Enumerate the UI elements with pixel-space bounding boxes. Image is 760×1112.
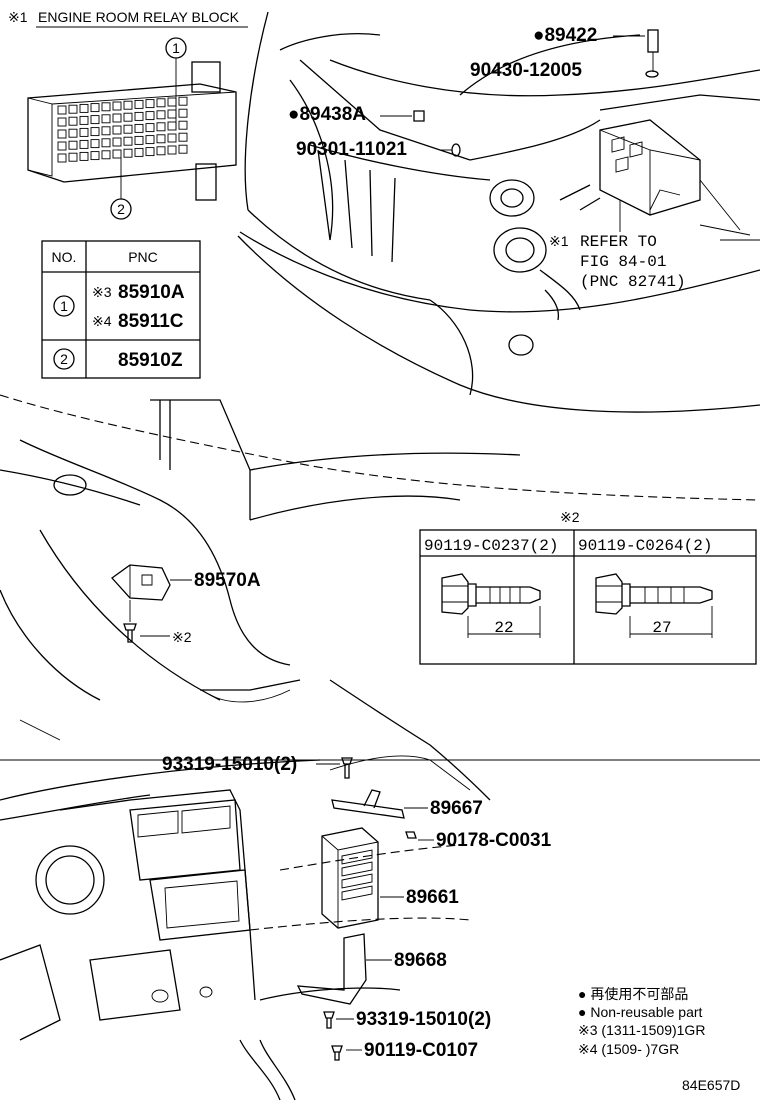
part-89422: ●89422 — [533, 25, 597, 46]
part-89570A: 89570A — [194, 570, 261, 591]
legend-line2: ● Non-reusable part — [578, 1004, 703, 1020]
bolt-90119-C0264-icon — [595, 573, 713, 638]
pnc-row2-no: 2 — [60, 351, 68, 367]
bracket-89667-icon — [331, 789, 405, 819]
screw-93319-top-icon — [341, 757, 353, 779]
refer-line3: (PNC 82741) — [580, 273, 686, 291]
refer-line2: FIG 84-01 — [580, 253, 666, 271]
part-90178: 90178-C0031 — [436, 830, 552, 851]
relay-block-section: ※1 ENGINE ROOM RELAY BLOCK 1 2 — [8, 9, 248, 220]
pnc-col-pnc: PNC — [128, 249, 158, 265]
part-89668: 89668 — [394, 950, 447, 971]
pnc-row1-mark1: ※3 — [92, 284, 112, 300]
sensor-89422-group: ●89422 90430-12005 — [470, 25, 659, 81]
refer-mark: ※1 — [549, 233, 569, 249]
relay-block-drawing — [27, 61, 237, 201]
pnc-row1-no: 1 — [60, 298, 68, 314]
pnc-col-no: NO. — [52, 249, 77, 265]
pnc-row1-pnc2: 85911C — [118, 311, 184, 332]
legend-line1: ● 再使用不可部品 — [578, 986, 688, 1002]
bolt-len1: 22 — [494, 619, 513, 637]
bolt-table-mark: ※2 — [560, 509, 580, 525]
relay-block-title: ENGINE ROOM RELAY BLOCK — [38, 9, 240, 25]
nut-90178-icon — [405, 831, 417, 839]
ecu-group: 93319-15010(2) 89667 90178-C0031 89661 8… — [162, 754, 552, 1061]
gasket-90430-icon — [645, 70, 659, 78]
legend-line3: ※3 (1311-1509)1GR — [578, 1022, 705, 1038]
callout-1: 1 — [165, 37, 187, 130]
part-93319-top: 93319-15010(2) — [162, 754, 297, 775]
svg-text:1: 1 — [172, 40, 180, 56]
bracket-89570A-group: 89570A ※2 — [111, 564, 261, 645]
part-89661: 89661 — [406, 887, 459, 908]
oring-90301-icon — [451, 143, 461, 157]
refer-line1: REFER TO — [580, 233, 657, 251]
part-90119-C0107: 90119-C0107 — [364, 1040, 478, 1061]
legend: ● 再使用不可部品 ● Non-reusable part ※3 (1311-1… — [578, 986, 705, 1057]
bolt-col1: 90119-C0237(2) — [424, 537, 558, 555]
part-93319-bottom: 93319-15010(2) — [356, 1009, 491, 1030]
bolt-icon — [123, 623, 137, 643]
bolt-90119-C0237-icon — [441, 573, 541, 638]
part-89438A: ●89438A — [288, 104, 366, 125]
figure-id: 84E657D — [682, 1077, 740, 1093]
part-90430: 90430-12005 — [470, 60, 582, 81]
bolt-mark: ※2 — [172, 629, 192, 645]
part-89667: 89667 — [430, 798, 483, 819]
bolt-table: ※2 90119-C0237(2) 90119-C0264(2) 22 — [419, 509, 757, 665]
sensor-89438A-icon — [413, 110, 425, 122]
bracket-89668-icon — [296, 933, 367, 1005]
sensor-89438A-group: ●89438A 90301-11021 — [288, 104, 461, 160]
dashboard-drawing — [0, 679, 491, 1101]
relay-block-title-mark: ※1 — [8, 9, 28, 25]
screw-93319-bottom-icon — [323, 1011, 335, 1029]
body-drawing — [0, 394, 760, 761]
pnc-row1-mark2: ※4 — [92, 313, 112, 329]
sensor-89422-icon — [647, 29, 659, 53]
part-90301: 90301-11021 — [296, 139, 407, 160]
bolt-col2: 90119-C0264(2) — [578, 537, 712, 555]
callout-2: 2 — [110, 158, 132, 220]
bracket-89570A-icon — [111, 564, 171, 601]
bolt-len2: 27 — [652, 619, 671, 637]
refer-note: ※1 REFER TO FIG 84-01 (PNC 82741) — [549, 200, 686, 291]
svg-text:2: 2 — [117, 201, 125, 217]
legend-line4: ※4 (1509- )7GR — [578, 1041, 679, 1057]
pnc-row2-pnc: 85910Z — [118, 350, 183, 371]
ecu-89661-icon — [321, 827, 379, 929]
pnc-table: NO. PNC 1 ※3 85910A ※4 85911C 2 85910Z — [41, 240, 201, 379]
bolt-90119-C0107-icon — [331, 1045, 343, 1061]
pnc-row1-pnc1: 85910A — [118, 282, 185, 303]
